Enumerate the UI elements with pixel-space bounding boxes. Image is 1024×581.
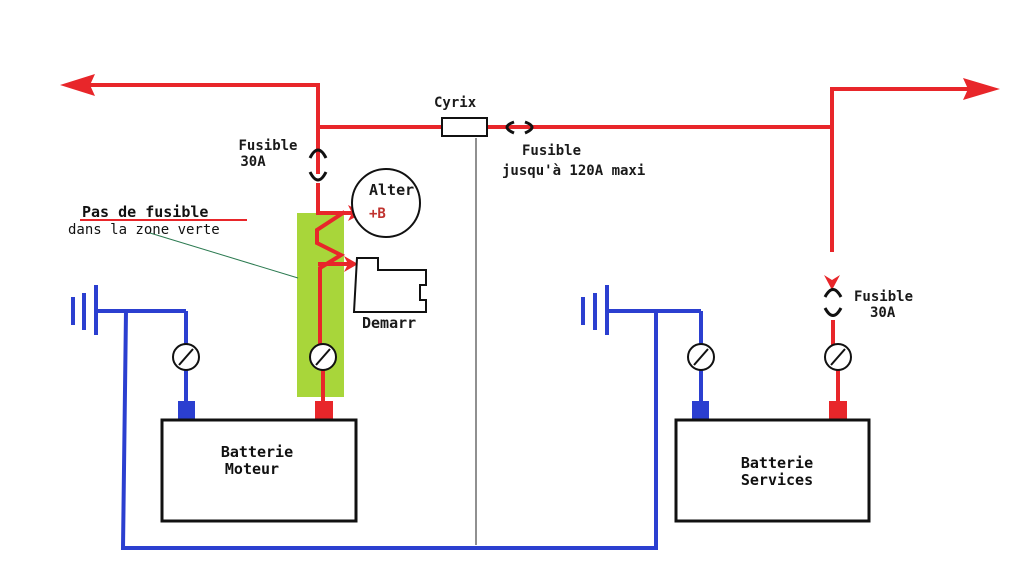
fuse-center-label-1: Fusible <box>522 143 582 159</box>
alter-terminal-label: +B <box>369 206 386 222</box>
fuse-left-label-2: 30A <box>240 154 266 170</box>
warning-subtitle: dans la zone verte <box>68 222 220 238</box>
positive-wires <box>88 83 970 405</box>
negative-wires <box>71 285 703 550</box>
cyrix-label: Cyrix <box>434 95 477 111</box>
alternator <box>351 168 421 238</box>
fuse-right-label-1: Fusible <box>854 289 914 305</box>
fuse-left-label-1: Fusible <box>238 138 298 154</box>
service-pos-post <box>829 401 847 421</box>
service-battery-label: Batterie Services <box>717 455 837 489</box>
demarr-label: Demarr <box>362 314 417 332</box>
alter-label: Alter <box>369 181 415 199</box>
engine-neg-post <box>178 401 195 421</box>
fuse-symbols <box>308 120 843 317</box>
service-battery <box>674 418 871 523</box>
engine-battery-line1: Batterie <box>220 443 294 461</box>
service-battery-line1: Batterie <box>740 454 814 472</box>
starter-motor <box>352 257 427 313</box>
fuse-right-label-2: 30A <box>870 305 896 321</box>
right-fuse-arrow-head <box>824 275 840 290</box>
warning-title: Pas de fusible <box>82 203 209 221</box>
cyrix-relay <box>441 117 488 137</box>
service-neg-post <box>692 401 709 421</box>
engine-pos-post <box>315 401 333 421</box>
service-battery-line2: Services <box>740 471 814 489</box>
engine-battery-label: Batterie Moteur <box>202 444 312 478</box>
arrow-left-head <box>60 74 95 96</box>
leader-line <box>149 232 299 279</box>
engine-battery <box>160 418 358 523</box>
arrow-right-head <box>963 78 1000 100</box>
demarr-arrow-head <box>344 256 358 272</box>
engine-battery-line2: Moteur <box>224 460 280 478</box>
terminal-fuses <box>172 343 852 371</box>
fuse-center-label-2: jusqu'à 120A maxi <box>502 163 646 179</box>
